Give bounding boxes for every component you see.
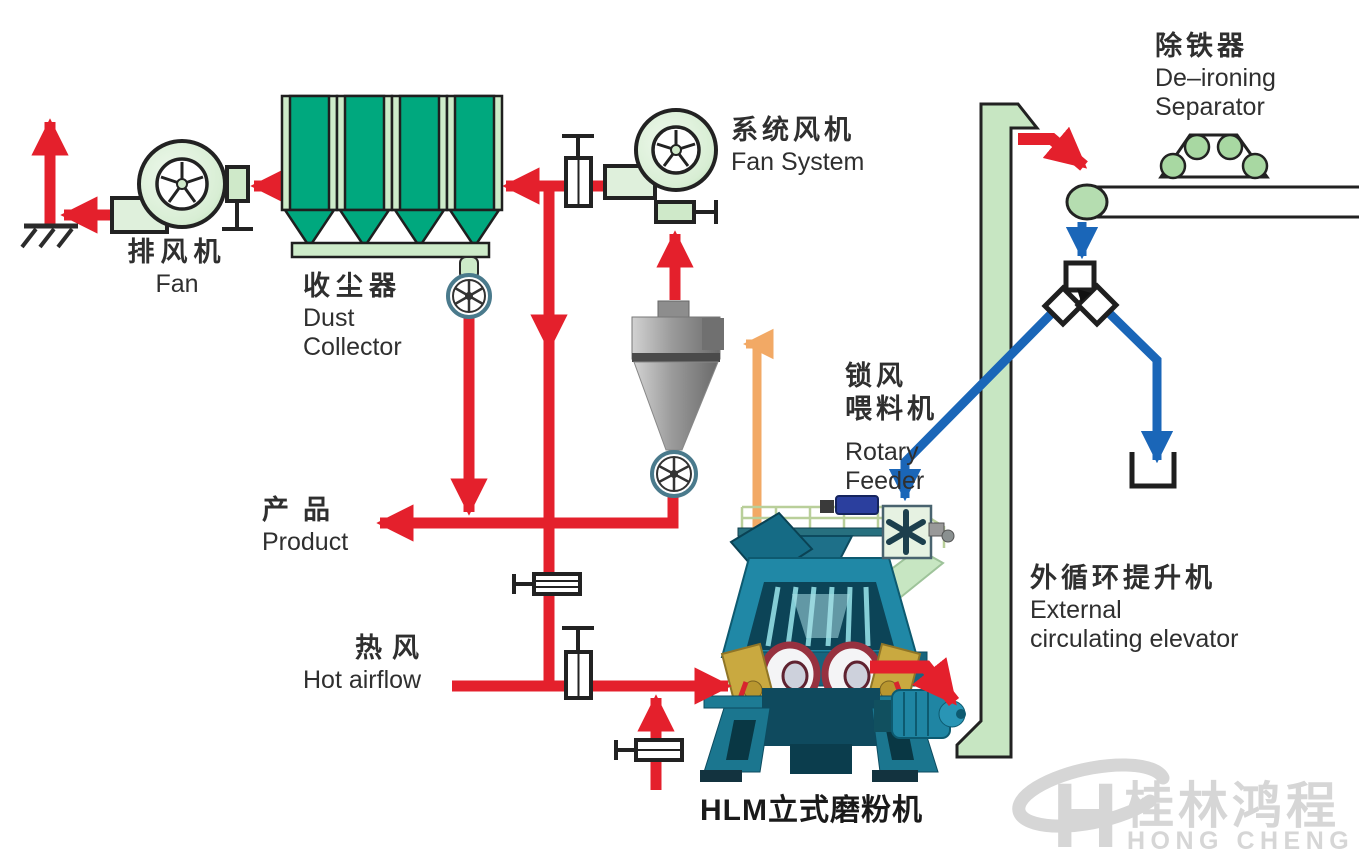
label-hot-airflow: 热风 Hot airflow [303,630,429,695]
hlm-vertical-mill [700,495,966,782]
hongcheng-logo: H 桂林鸿程 HONG CHENG [1012,758,1354,855]
label-exhaust-fan-zh: 排风机 [127,237,227,267]
rotary-airlock-valve-icon [446,273,492,319]
label-product-zh: 产品 [262,495,344,525]
damper-valve-icon [222,165,253,231]
label-elevator-zh: 外循环提升机 [1030,563,1216,593]
splitter-to-feeder-line [888,308,1057,502]
de-ironing-separator-icon [1158,133,1270,180]
label-product: 产品 Product [262,492,348,557]
label-dust-collector-en2: Collector [303,333,402,361]
label-de-ironing-en2: Separator [1155,93,1265,121]
rotary-airlock-valve-icon [650,450,698,498]
mill-label: HLM立式磨粉机 [700,794,923,827]
label-dust-collector: 收尘器 Dust Collector [303,268,402,362]
y-splitter-icon [1041,260,1120,328]
label-elevator-en2: circulating elevator [1030,625,1239,653]
gate-valve-icon [562,626,594,700]
elevator-to-belt-arrow [1018,126,1088,171]
ground-symbol [20,223,78,249]
label-exhaust-fan-en: Fan [155,270,199,298]
label-rotary-feeder: 锁风 喂料机 Rotary Feeder [845,360,938,496]
orange-return-flow-line [742,328,774,585]
label-rotary-feeder-zh2: 喂料机 [845,394,938,424]
label-hot-airflow-zh: 热风 [355,633,429,663]
dust-collector-icon [280,94,504,319]
label-external-elevator: 外循环提升机 External circulating elevator [1030,560,1238,654]
logo-english-name: HONG CHENG [1127,827,1354,855]
label-rotary-feeder-en2: Feeder [845,467,925,495]
damper-valve-icon [512,572,582,596]
label-de-ironing-en1: De–ironing [1155,64,1276,92]
splitter-to-container-line [1104,308,1174,464]
label-rotary-feeder-en1: Rotary [845,438,919,466]
reject-container-icon [1129,452,1177,489]
damper-valve-icon [654,200,718,224]
belt-pulley-icon [1065,183,1109,221]
elevator-duct [955,102,1041,759]
rotary-feeder-icon [881,504,955,560]
product-line [376,492,679,542]
logo-swoosh-icon [1012,758,1170,833]
label-fan-system-en: Fan System [731,148,865,176]
logo-monogram: H [1052,765,1118,855]
logo-chinese-name: 桂林鸿程 [1124,778,1340,834]
mill-top-motor [835,495,879,515]
label-dust-collector-en1: Dust [303,304,355,332]
label-fan-system: 系统风机 Fan System [731,112,864,177]
damper-valve-icon [614,738,684,762]
label-fan-system-zh: 系统风机 [731,115,855,145]
system-fan-icon [603,108,718,200]
label-dust-collector-zh: 收尘器 [303,271,402,301]
gate-valve-icon [562,134,594,208]
label-rotary-feeder-zh1: 锁风 [845,361,907,391]
label-de-ironing-zh: 除铁器 [1155,31,1248,61]
label-elevator-en1: External [1030,596,1122,624]
label-de-ironing-separator: 除铁器 De–ironing Separator [1155,28,1276,122]
label-hot-airflow-en: Hot airflow [303,666,422,694]
label-exhaust-fan: 排风机 Fan [112,234,242,299]
cyclone-separator-icon [631,300,724,498]
blue-material-lines [888,222,1174,502]
exhaust-fan-icon [110,139,227,234]
mill-to-elevator-arrow [870,657,960,707]
belt-conveyor-icon [1065,183,1359,221]
label-product-en: Product [262,528,349,556]
